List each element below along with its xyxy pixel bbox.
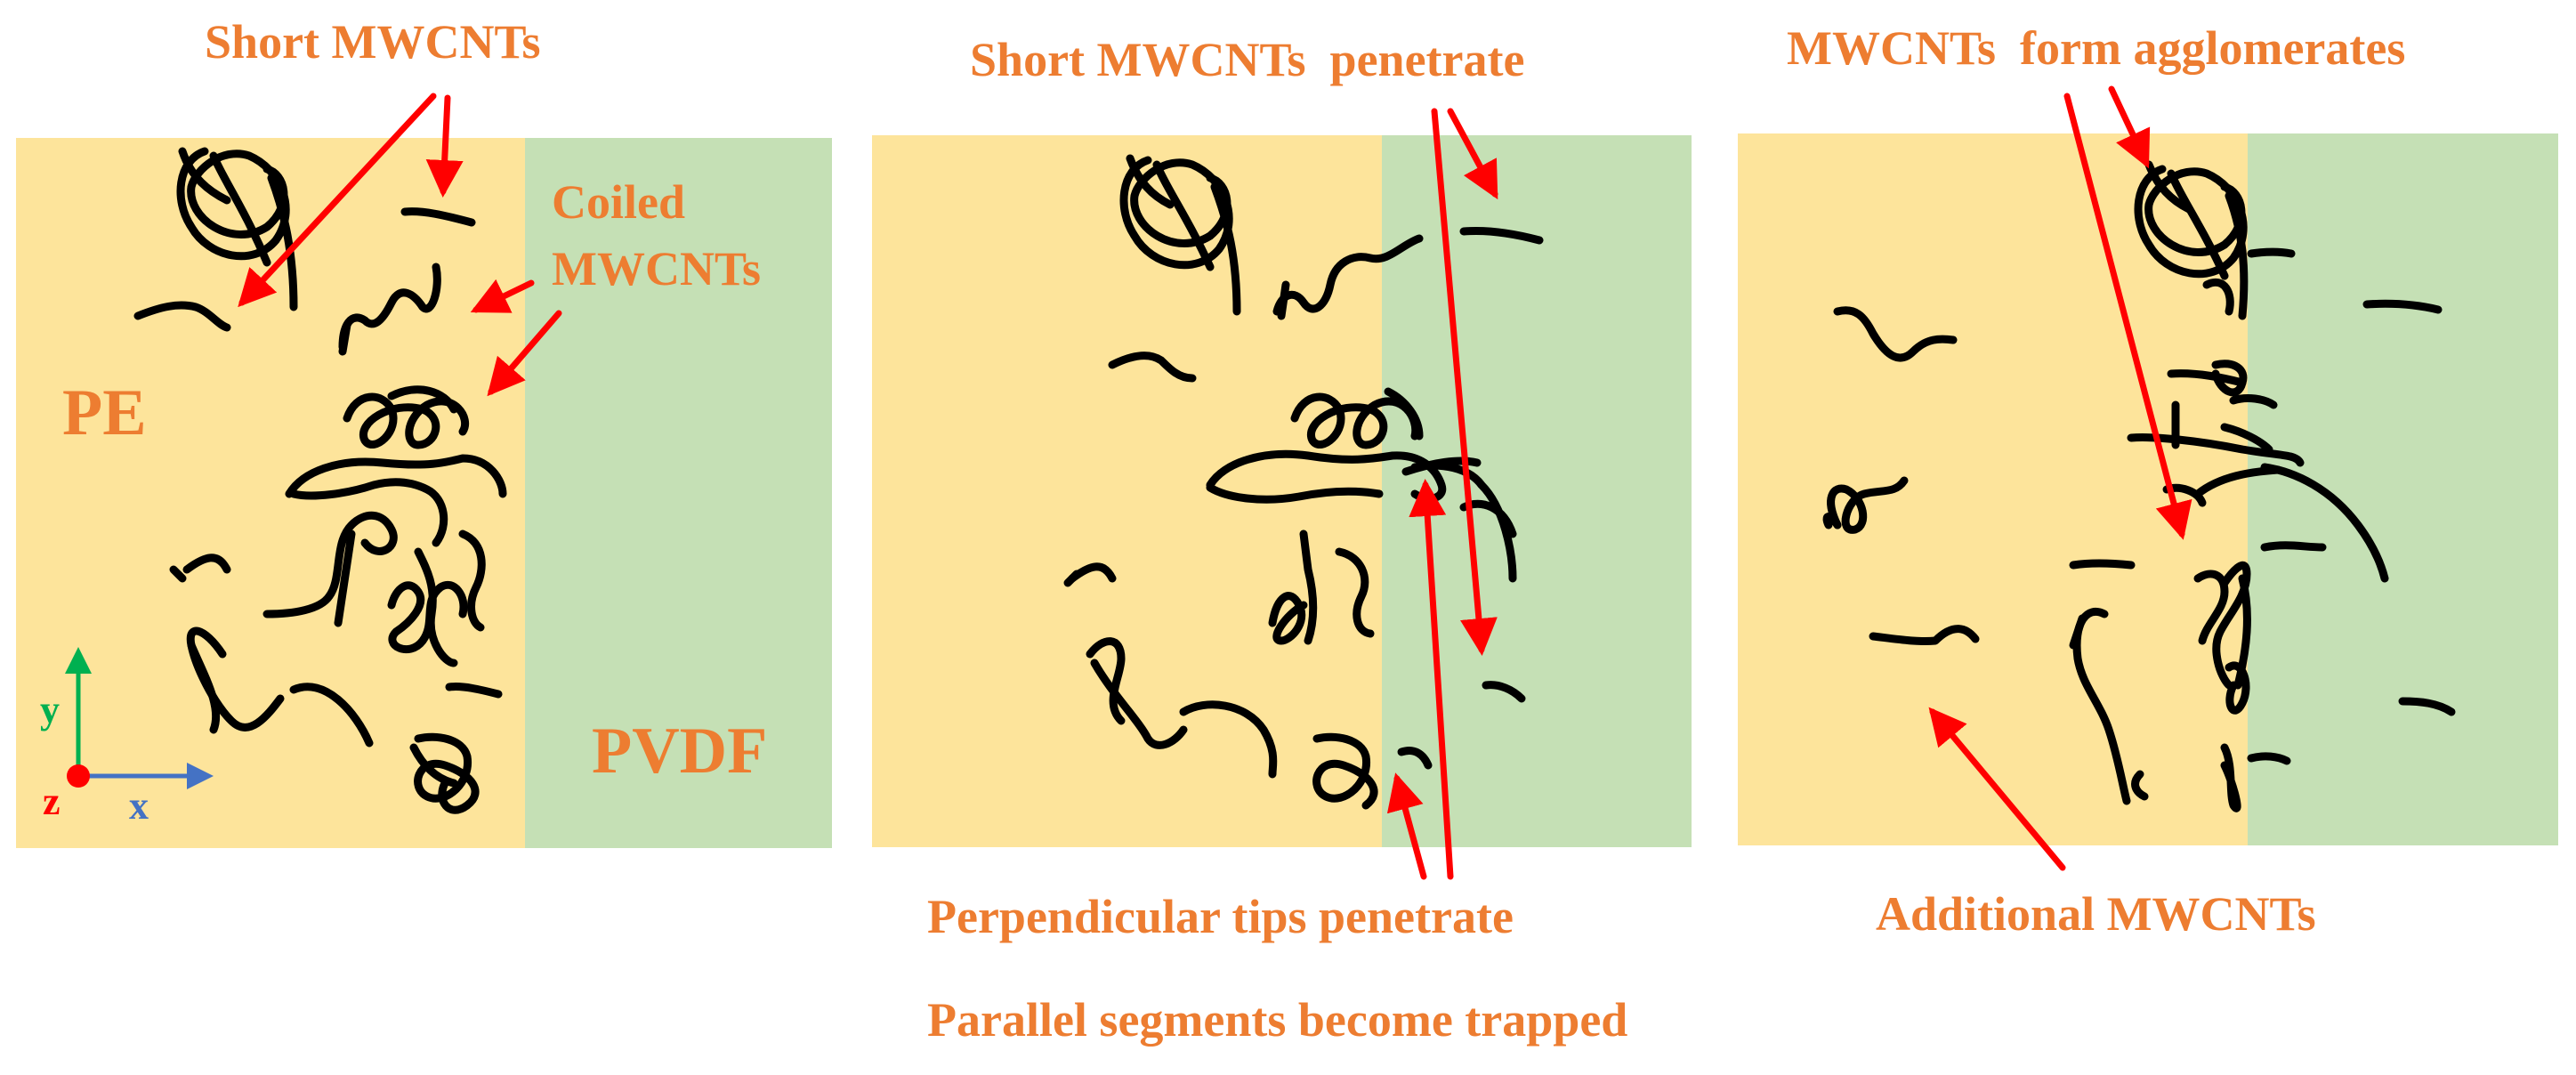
annotation-arrows-panel-2 [1386,108,1498,880]
y-axis-label: y [40,688,60,731]
pe-region [16,138,525,848]
z-axis-dot [67,764,90,788]
panel-2: Short MWCNTs penetrate Perpendicular tip… [872,33,1692,1047]
annotation-arrows-panel-1 [238,93,562,397]
mwcnt-tubes [133,147,507,814]
z-axis-label: z [43,780,61,823]
x-axis-label: x [129,784,149,828]
perpendicular-tips-label: Perpendicular tips penetrate [927,890,1514,943]
parallel-segments-label: Parallel segments become trapped [927,993,1627,1047]
pvdf-region [2248,133,2558,845]
coordinate-axes: y z x [40,647,214,828]
additional-mwcnts-label: Additional MWCNTs [1876,887,2316,941]
panel-3: MWCNTs form agglomerates Additional MWCN… [1738,21,2558,941]
mwcnt-tubes [1822,160,2456,812]
coiled-label-line-1: Coiled [552,175,685,229]
pe-region [872,135,1382,847]
pe-label: PE [62,376,147,449]
coiled-label-line-2: MWCNTs [552,242,761,295]
pvdf-region [525,138,832,848]
short-mwcnts-label: Short MWCNTs [205,15,541,69]
pvdf-label: PVDF [592,715,767,788]
short-mwcnts-penetrate-label: Short MWCNTs penetrate [970,33,1524,86]
agglomerates-label: MWCNTs form agglomerates [1787,21,2405,75]
panel-1: Short MWCNTs Coiled MWCNTs PE PVDF y z x [16,15,832,848]
annotation-arrows-panel-3 [1928,85,2192,871]
